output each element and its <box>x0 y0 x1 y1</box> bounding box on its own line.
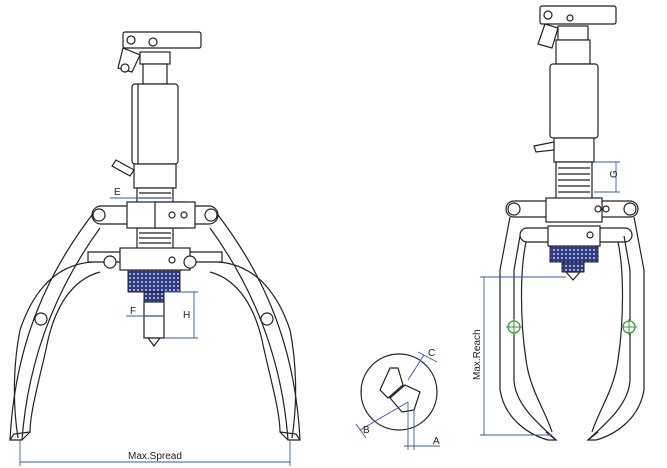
pump-handle <box>117 31 202 73</box>
cylinder-base <box>133 163 177 189</box>
label-F: F <box>130 306 136 317</box>
spindle-tip <box>146 337 162 347</box>
upper-crossbar-side <box>505 197 639 223</box>
pump-collar <box>142 63 168 85</box>
knurled-nut-side <box>549 245 599 263</box>
knurled-nut <box>127 269 181 293</box>
dimension-H: H <box>164 291 198 339</box>
hydraulic-cylinder <box>131 83 179 165</box>
jaw-arms-side <box>499 216 645 441</box>
label-A: A <box>433 436 440 447</box>
dimension-F: F <box>126 306 164 317</box>
dimension-max-spread: Max.Spread <box>19 440 291 466</box>
dimension-G: G <box>594 161 620 193</box>
threaded-rod-side <box>555 161 593 203</box>
label-B: B <box>363 425 370 436</box>
upper-crossbar <box>91 201 219 229</box>
release-valve <box>111 159 135 177</box>
label-E: E <box>114 187 121 198</box>
small-knurled-nut <box>143 291 165 303</box>
lower-crossbar-side <box>519 225 633 247</box>
label-max-spread: Max.Spread <box>128 451 182 462</box>
front-view-puller: E F H Max.Spread <box>9 31 301 466</box>
threaded-rod <box>136 187 174 251</box>
center-spindle <box>143 301 165 339</box>
label-max-reach: Max.Reach <box>472 329 483 380</box>
jaw-arms <box>9 214 301 441</box>
lower-crossbar <box>87 247 223 271</box>
label-G: G <box>609 170 620 178</box>
release-valve-side <box>533 141 555 153</box>
side-view-puller: G Max.Reach <box>472 5 645 441</box>
dimension-max-reach: Max.Reach <box>472 276 566 436</box>
hydraulic-cylinder-side <box>549 63 599 139</box>
jaw-tip-detail: C B A <box>355 348 440 450</box>
label-H: H <box>183 310 190 321</box>
dimension-E: E <box>110 187 172 199</box>
pump-handle-side <box>537 5 617 49</box>
pump-head <box>139 51 171 65</box>
pivot-markers <box>506 319 637 335</box>
label-C: C <box>428 348 435 359</box>
